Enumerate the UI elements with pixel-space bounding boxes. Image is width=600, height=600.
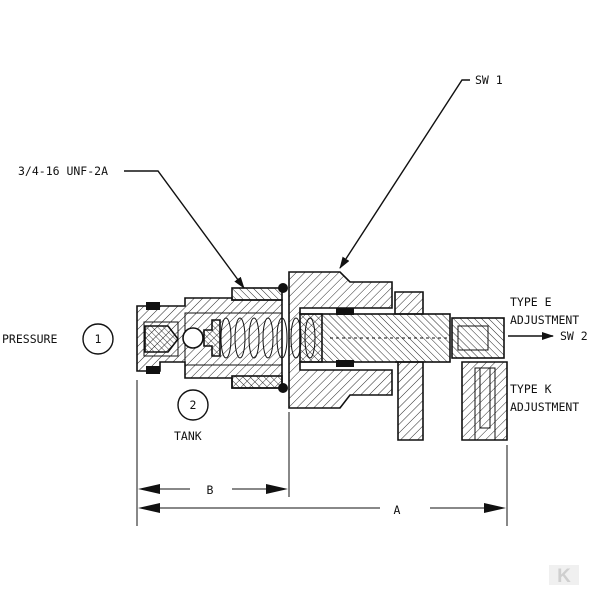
label-type-k-adjustment: ADJUSTMENT [510, 400, 579, 414]
label-tank: TANK [174, 429, 202, 443]
port-2-callout [177, 389, 209, 421]
port-1-callout [82, 323, 114, 355]
label-type-k: TYPE K [510, 382, 552, 396]
label-dimension-a: A [394, 503, 401, 517]
label-port-1: 1 [95, 332, 102, 346]
leader-lines [124, 79, 554, 340]
label-pressure: PRESSURE [2, 332, 57, 346]
label-port-2: 2 [190, 398, 197, 412]
label-thread: 3/4-16 UNF-2A [18, 164, 108, 178]
brand-watermark-logo: K [549, 565, 579, 587]
label-dimension-b: B [207, 483, 214, 497]
valve-body [136, 271, 508, 441]
label-type-e: TYPE E [510, 295, 552, 309]
dimensions [136, 380, 508, 526]
label-sw1: SW 1 [475, 73, 503, 87]
watermark-letter: K [557, 566, 571, 587]
label-type-e-adjustment: ADJUSTMENT [510, 313, 579, 327]
label-sw2: SW 2 [560, 329, 588, 343]
